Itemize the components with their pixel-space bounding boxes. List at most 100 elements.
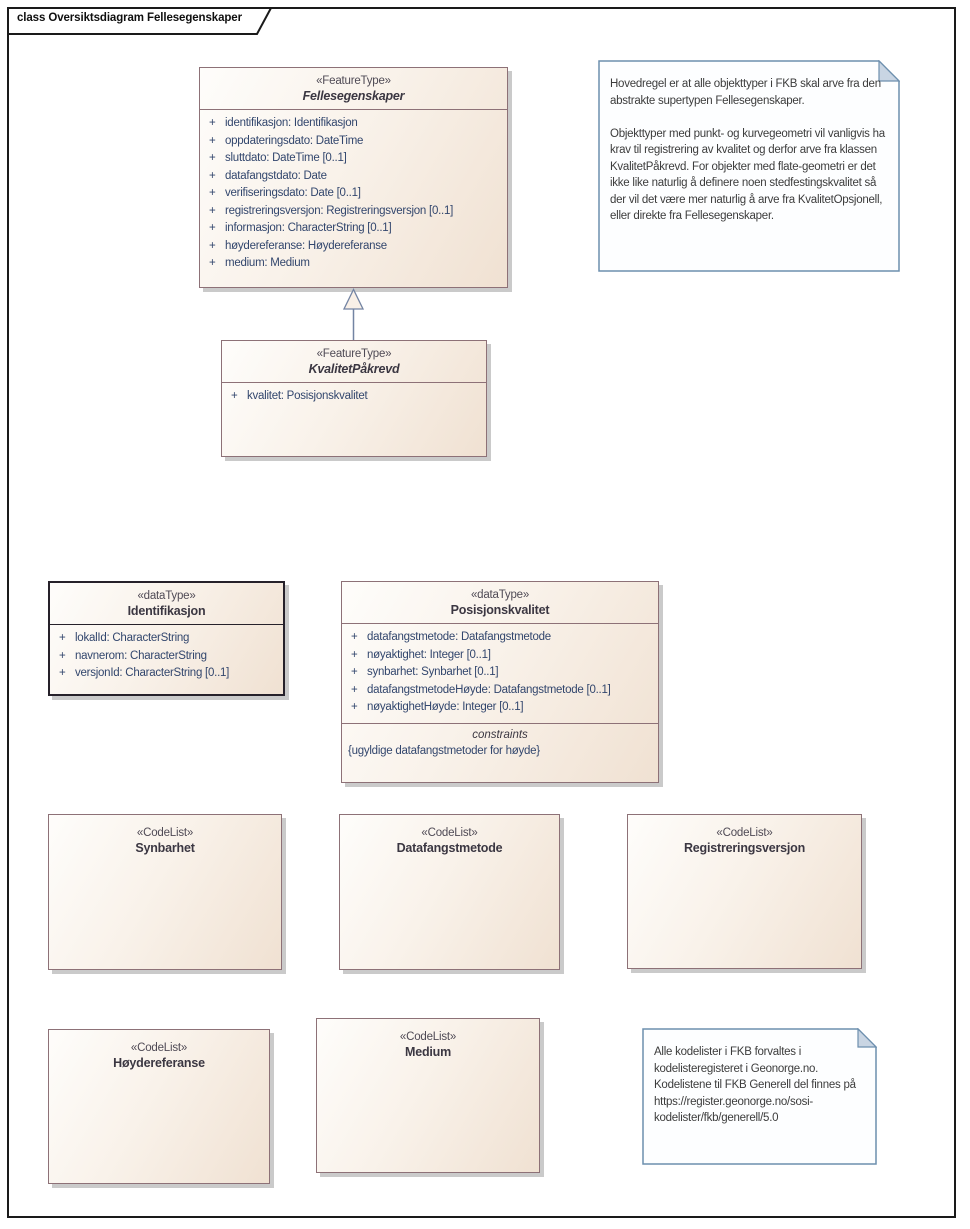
visibility: + — [209, 117, 216, 129]
class-kvalitetpakrevd[interactable]: «FeatureType» KvalitetPåkrevd + kvalitet:… — [221, 340, 487, 457]
attribute-text: nøyaktighet: Integer [0..1] — [367, 648, 491, 661]
note-codelists[interactable]: Alle kodelister i FKB forvaltes i kodeli… — [642, 1028, 877, 1165]
attribute-text: informasjon: CharacterString [0..1] — [225, 222, 392, 234]
class-header: «CodeList» Høydereferanse — [49, 1030, 269, 1076]
diagram-title: class Oversiktsdiagram Fellesegenskaper — [17, 12, 242, 24]
class-header: «CodeList» Synbarhet — [49, 815, 281, 861]
codelist-synbarhet[interactable]: «CodeList» Synbarhet — [48, 814, 282, 970]
attribute-row: + verifiseringsdato: Date [0..1] — [206, 185, 501, 203]
class-name: Høydereferanse — [113, 1056, 205, 1070]
class-name: Identifikasjon — [127, 604, 206, 618]
visibility: + — [209, 239, 216, 252]
visibility: + — [351, 631, 358, 643]
codelist-datafangstmetode[interactable]: «CodeList» Datafangstmetode — [339, 814, 560, 970]
attribute-text: høydereferanse: Høydereferanse — [225, 239, 387, 252]
attribute-row: +versjonId: CharacterString [0..1] — [56, 665, 277, 683]
attribute-row: + medium: Medium — [206, 255, 501, 273]
stereotype: «FeatureType» — [316, 75, 391, 87]
class-name: Posisjonskvalitet — [450, 603, 550, 617]
attribute-text: nøyaktighetHøyde: Integer [0..1] — [367, 701, 524, 713]
class-header: «CodeList» Medium — [317, 1019, 539, 1065]
attribute-row: + identifikasjon: Identifikasjon — [206, 115, 501, 133]
attribute-text: synbarhet: Synbarhet [0..1] — [367, 666, 499, 678]
class-name: KvalitetPåkrevd — [308, 362, 400, 376]
attribute-row: + registreringsversjon: Registreringsvers… — [206, 203, 501, 221]
attribute-text: datafangstmetode: Datafangstmetode — [367, 631, 551, 643]
visibility: + — [59, 632, 66, 644]
attribute-row: + nøyaktighetHøyde: Integer [0..1] — [348, 699, 652, 717]
class-header: «CodeList» Datafangstmetode — [340, 815, 559, 861]
attribute-row: + nøyaktighet: Integer [0..1] — [348, 647, 652, 665]
attribute-row: +sluttdato: DateTime [0..1] — [206, 150, 501, 168]
visibility: + — [351, 683, 358, 696]
stereotype: «dataType» — [137, 590, 196, 602]
class-header: «dataType» Identifikasjon — [50, 583, 283, 624]
attribute-row: +datafangstmetodeHøyde: Datafangstmetode… — [348, 682, 652, 700]
attribute-row: + datafangstmetode: Datafangstmetode — [348, 629, 652, 647]
attribute-compartment: + kvalitet: Posisjonskvalitet — [222, 382, 486, 406]
attribute-compartment: + identifikasjon: Identifikasjon + oppdate… — [200, 109, 507, 273]
attribute-text: lokalId: CharacterString — [75, 632, 190, 644]
attribute-text: navnerom: CharacterString — [75, 649, 207, 662]
attribute-row: + lokalId: CharacterString — [56, 630, 277, 648]
visibility: + — [231, 390, 238, 402]
stereotype: «CodeList» — [421, 827, 478, 839]
visibility: + — [209, 152, 216, 164]
constraint-text: {ugyldige datafangstmetoder for høyde} — [348, 745, 540, 757]
stereotype: «CodeList» — [716, 827, 773, 839]
attribute-text: verifiseringsdato: Date [0..1] — [225, 187, 361, 199]
attribute-text: medium: Medium — [225, 257, 310, 269]
constraints-compartment: constraints {ugyldige datafangstmetoder … — [342, 723, 658, 764]
visibility: + — [209, 134, 216, 147]
class-name: Medium — [404, 1045, 452, 1059]
attribute-text: registreringsversjon: Registreringsversj… — [225, 204, 454, 217]
visibility: + — [351, 701, 358, 713]
visibility: + — [209, 169, 216, 182]
codelist-registreringsversjon[interactable]: «CodeList» Registreringsversjon — [627, 814, 862, 969]
class-posisjonskvalitet[interactable]: «dataType» Posisjonskvalitet +datafangst… — [341, 581, 659, 783]
class-header: «FeatureType» Fellesegenskaper — [200, 68, 507, 109]
class-fellesegenskaper[interactable]: «FeatureType» Fellesegenskaper + identifi… — [199, 67, 508, 288]
visibility: + — [59, 649, 66, 662]
note-shape — [642, 1028, 877, 1165]
stereotype: «CodeList» — [136, 827, 194, 839]
stereotype: «CodeList» — [130, 1042, 188, 1054]
note-inheritance[interactable]: Hovedregel er at alle objekttyper i FKB … — [598, 60, 900, 272]
visibility: + — [209, 222, 216, 234]
attribute-row: + synbarhet: Synbarhet [0..1] — [348, 664, 652, 682]
class-name: Fellesegenskaper — [302, 89, 405, 103]
codelist-medium[interactable]: «CodeList» Medium — [316, 1018, 540, 1173]
class-header: «dataType» Posisjonskvalitet — [342, 582, 658, 623]
visibility: + — [351, 666, 358, 678]
attribute-text: datafangstdato: Date — [225, 169, 327, 182]
attribute-row: + kvalitet: Posisjonskvalitet — [228, 388, 480, 406]
class-header: «FeatureType» KvalitetPåkrevd — [222, 341, 486, 382]
codelist-hoydereferanse[interactable]: «CodeList» Høydereferanse — [48, 1029, 270, 1184]
visibility: + — [209, 187, 216, 199]
attribute-compartment: + datafangstmetode: Datafangstmetode + nøy… — [342, 623, 658, 723]
attribute-row: + høydereferanse: Høydereferanse — [206, 238, 501, 256]
generalization-arrow[interactable] — [340, 288, 368, 342]
stereotype: «CodeList» — [399, 1031, 457, 1043]
attribute-text: identifikasjon: Identifikasjon — [225, 117, 358, 129]
class-name: Synbarhet — [135, 841, 195, 855]
class-name: Registreringsversjon — [683, 841, 806, 855]
attribute-row: + navnerom: CharacterString — [56, 648, 277, 666]
attribute-text: versjonId: CharacterString [0..1] — [75, 667, 230, 679]
note-shape — [598, 60, 900, 272]
attribute-text: kvalitet: Posisjonskvalitet — [247, 390, 368, 402]
visibility: + — [351, 648, 358, 661]
attribute-row: + oppdateringsdato: DateTime — [206, 133, 501, 151]
visibility: + — [209, 204, 216, 217]
note-text: Alle kodelister i FKB forvaltes i kodeli… — [654, 1046, 856, 1124]
constraints-label: constraints — [472, 729, 528, 741]
attribute-row: + datafangstdato: Date — [206, 168, 501, 186]
attribute-row: + informasjon: CharacterString [0..1] — [206, 220, 501, 238]
class-name: Datafangstmetode — [396, 841, 503, 855]
class-header: «CodeList» Registreringsversjon — [628, 815, 861, 861]
stereotype: «FeatureType» — [316, 348, 392, 360]
visibility: + — [209, 257, 216, 269]
attribute-text: oppdateringsdato: DateTime — [225, 134, 364, 147]
class-identifikasjon[interactable]: «dataType» Identifikasjon + lokalId: Char… — [48, 581, 285, 696]
note-text: Hovedregel er at alle objekttyper i FKB … — [610, 78, 885, 222]
